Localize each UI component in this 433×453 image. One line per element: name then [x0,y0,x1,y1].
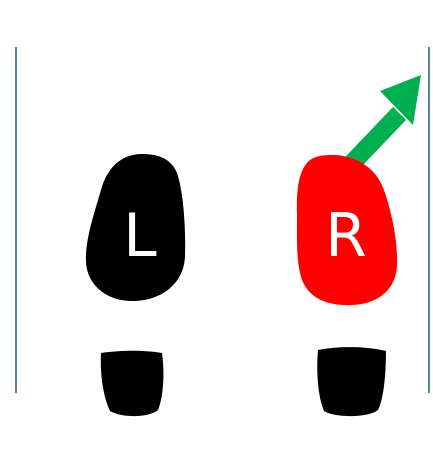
arrow-head [380,75,421,125]
right-sole-shape [296,155,398,306]
left-heel-shape [100,350,164,417]
left-foot: L [85,154,186,417]
right-heel-shape [317,347,386,417]
right-foot: R [296,155,398,417]
left-sole-shape [85,154,186,302]
left-foot-label: L [123,201,157,271]
right-foot-label: R [325,201,367,271]
